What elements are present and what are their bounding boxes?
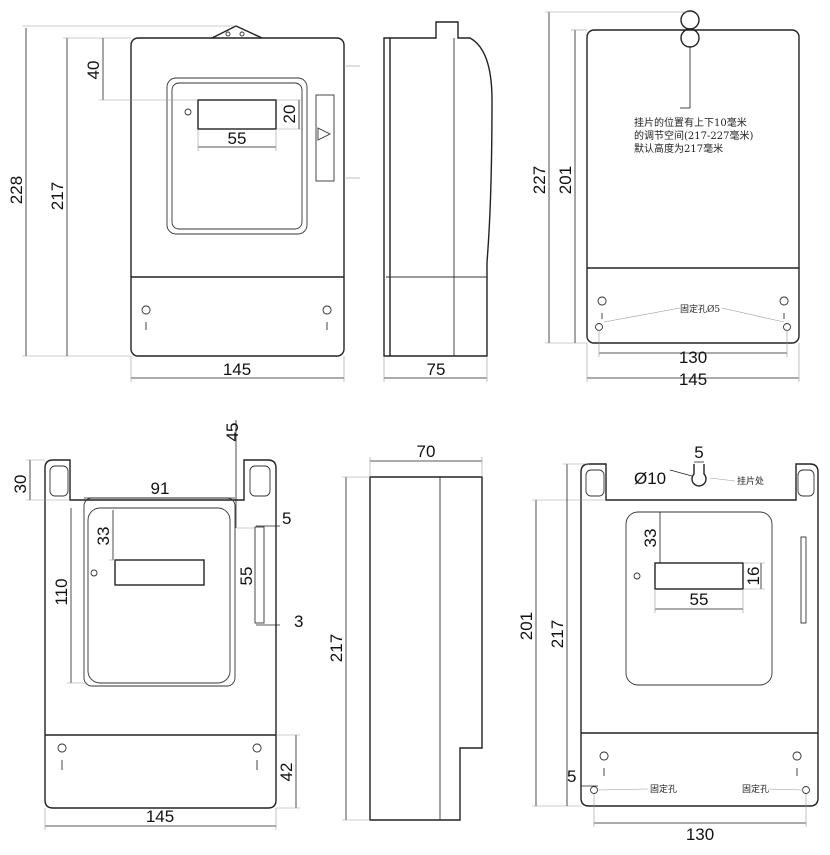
back-body-outline: [586, 29, 800, 344]
mount-hole-label: 固定孔Ø5: [680, 303, 720, 315]
side-profile-outline: [383, 21, 493, 357]
hanging-tab: [211, 25, 263, 39]
hanger-note-line-1: 挂片的位置有上下10毫米: [634, 116, 747, 129]
front-bottom-outline: [44, 459, 277, 809]
indicator-led: [184, 108, 192, 116]
dim-terminal-bottom: 3: [294, 612, 303, 631]
bottom-lcd-display: [114, 559, 205, 586]
back-bottom-outline: [580, 463, 819, 807]
bottom-window-inner: [87, 507, 231, 684]
lcd-display: [197, 99, 277, 130]
mount-hole-right: [322, 305, 332, 330]
mount-hole-left: [141, 305, 151, 330]
dim-back-max-height: 217: [548, 620, 567, 648]
dim-top-band: 30: [11, 475, 30, 494]
dim-side-bottom-height: 217: [327, 634, 346, 662]
dim-window-height: 20: [280, 105, 299, 124]
dim-hook-diameter: Ø10: [634, 469, 666, 488]
hanging-hook-icon: [680, 10, 700, 30]
back-lcd-display: [654, 562, 744, 590]
dim-window-width: 55: [228, 129, 247, 148]
dim-slot-width: 5: [694, 443, 703, 462]
dim-top-offset: 40: [84, 61, 103, 80]
dim-back-min-height: 201: [517, 612, 536, 640]
hook-slot-icon: [691, 464, 707, 487]
dim-total-height: 228: [7, 176, 26, 204]
dim-hole-offset: 5: [567, 767, 576, 786]
meter-body-outline: [130, 37, 345, 357]
dim-bottom-band: 42: [277, 763, 296, 782]
side-bottom-outline: [369, 476, 483, 821]
dim-display-offset: 33: [94, 527, 113, 546]
front-view-top: 228 217 40 20 55 145: [7, 25, 360, 382]
dim-back-display-offset: 33: [641, 529, 660, 548]
window-frame-inner: [171, 82, 303, 230]
dim-back-display-height: 16: [744, 567, 763, 586]
hole-label-right: 固定孔: [742, 783, 769, 795]
side-terminal-block: [315, 94, 335, 182]
hook-label: 挂片处: [737, 475, 764, 487]
dim-window-frame-height: 110: [52, 578, 71, 605]
hanger-note-line-3: 默认高度为217毫米: [634, 142, 723, 155]
dim-terminal-height: 55: [237, 567, 256, 586]
side-view-top: 75: [383, 21, 493, 382]
dim-hole-spacing: 130: [679, 348, 707, 367]
dim-window-frame-width: 91: [151, 479, 170, 498]
dim-back-width: 145: [679, 370, 707, 389]
dim-terminal-gap: 5: [282, 509, 291, 528]
bottom-terminal-strip: [254, 526, 265, 624]
dim-min-height: 201: [556, 166, 575, 194]
dim-body-height: 217: [48, 182, 67, 210]
bottom-window-outer: [83, 497, 236, 687]
hole-label-left: 固定孔: [650, 783, 677, 795]
dim-side-bottom-depth: 70: [417, 442, 436, 461]
dim-max-height: 227: [530, 166, 549, 194]
dim-bottom-width: 145: [146, 807, 174, 826]
dim-back-display-width: 55: [690, 590, 709, 609]
dim-width: 145: [223, 360, 251, 379]
front-view-bottom: 30 45 91 33 110 5 55 3 42 145: [11, 420, 303, 830]
dim-back-hole-spacing: 130: [686, 825, 714, 844]
dim-side-depth: 75: [427, 360, 446, 379]
back-view-bottom: 挂片处 固定孔 固定孔 5 Ø10 33 16 55 201 217 5 130: [517, 443, 819, 844]
back-view-top: 挂片的位置有上下10毫米 的调节空间(217-227毫米) 默认高度为217毫米…: [530, 10, 800, 389]
hanger-note-line-2: 的调节空间(217-227毫米): [634, 129, 753, 142]
window-frame-outer: [166, 77, 308, 235]
side-view-bottom: 70 217: [327, 442, 483, 821]
dim-window-offset: 45: [223, 423, 242, 442]
